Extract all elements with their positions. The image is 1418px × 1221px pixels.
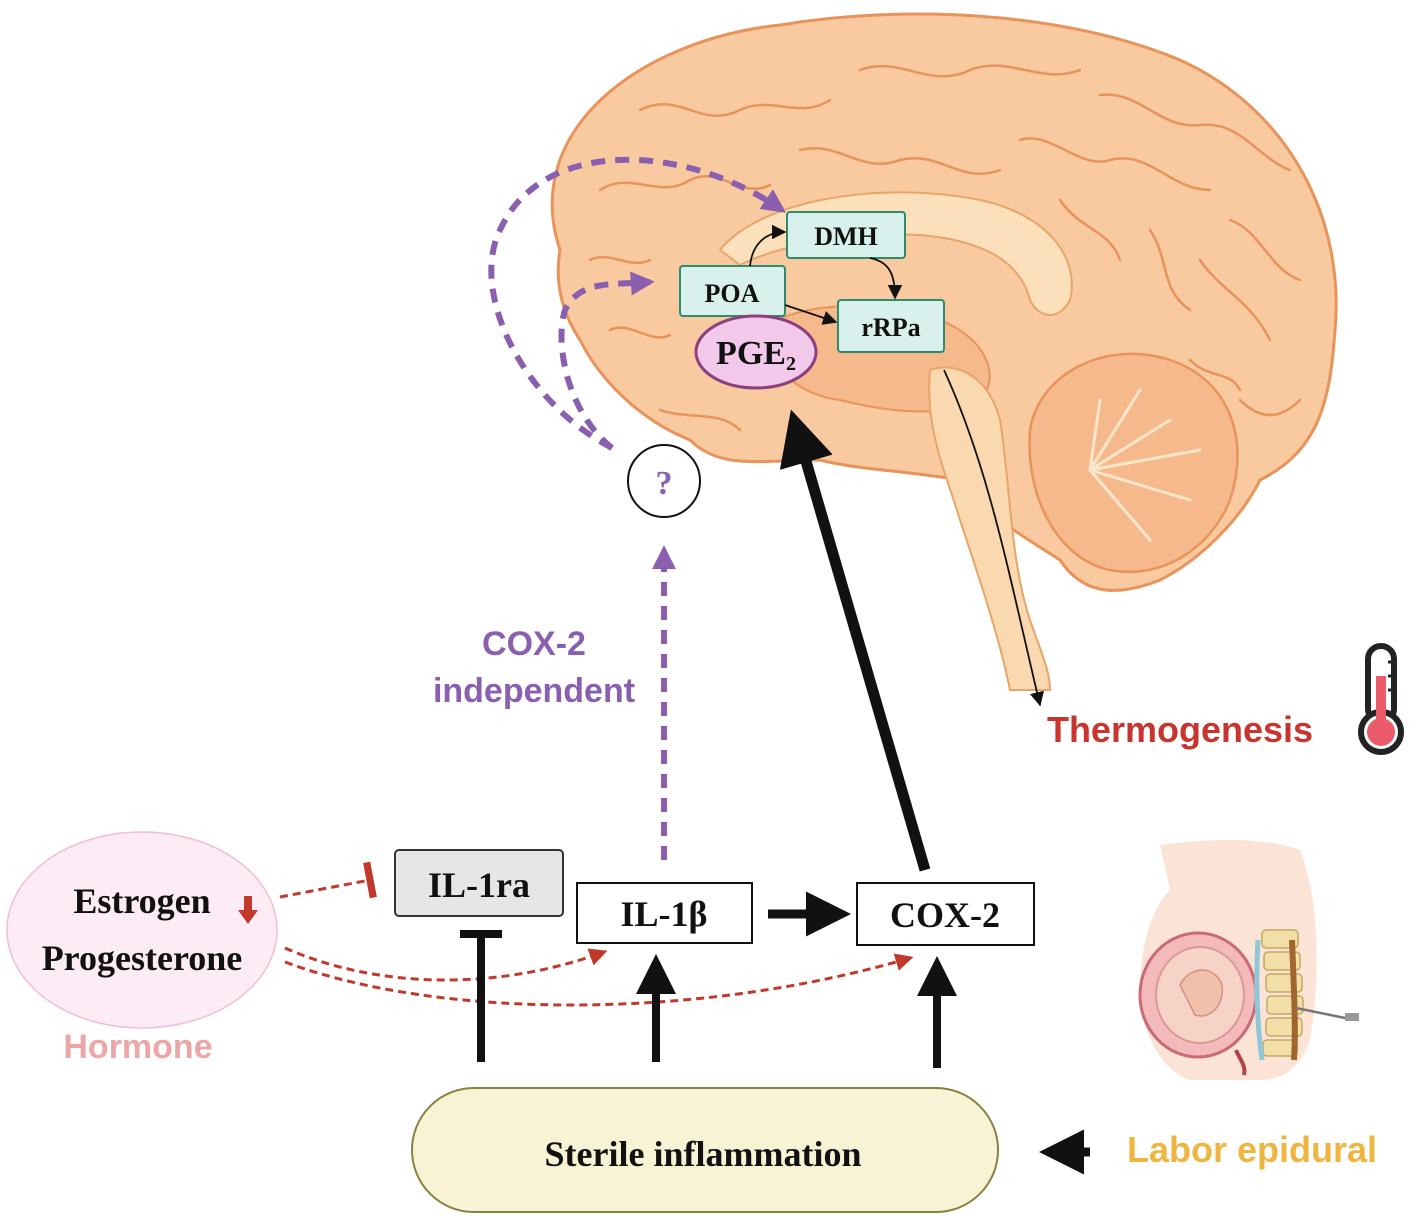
decrease-arrow-icon	[238, 896, 258, 924]
unknown-mediator-node: ?	[627, 444, 701, 518]
svg-text:independent: independent	[433, 672, 635, 710]
brain-illustration	[550, 12, 1338, 691]
pge2-label: PGE	[716, 335, 786, 372]
nuclei-arrows	[749, 224, 1044, 707]
poa-box: POA	[679, 265, 786, 317]
pregnant-woman-epidural-illustration	[1138, 840, 1359, 1080]
thermometer-icon	[1358, 643, 1404, 755]
arrow-poa-to-rrpa	[784, 304, 838, 325]
arrow-rrpa-to-thermogenesis	[943, 369, 1044, 707]
cox2-independent-arrows	[488, 156, 786, 860]
arrow-cox2-to-pge2	[779, 409, 931, 872]
thermogenesis-label: Thermogenesis	[1047, 709, 1313, 750]
progesterone-label: Progesterone	[42, 938, 243, 978]
rrpa-box: rRPa	[837, 299, 945, 353]
inhibit-hormone-to-il1ra	[279, 861, 377, 899]
cox2-box: COX-2	[856, 882, 1035, 946]
labor-epidural-label: Labor epidural	[1127, 1129, 1377, 1170]
svg-text:Sterile inflammation: Sterile inflammation	[545, 1134, 862, 1174]
svg-text:?: ?	[656, 465, 673, 502]
svg-text:rRPa: rRPa	[861, 313, 920, 342]
hormone-node: Estrogen Progesterone	[6, 831, 278, 1029]
hormone-label: Hormone	[63, 1028, 212, 1066]
il1b-box: IL-1β	[576, 882, 753, 944]
arrow-hormone-to-il1b	[284, 946, 608, 982]
pge2-subscript: 2	[786, 353, 796, 375]
svg-text:IL-1ra: IL-1ra	[428, 865, 530, 905]
inflammation-effect-arrows	[460, 930, 957, 1068]
arrow-unknown-to-poa	[558, 271, 655, 451]
arrow-poa-to-dmh	[749, 224, 787, 267]
sterile-inflammation-node: Sterile inflammation	[411, 1087, 999, 1213]
svg-text:PGE2: PGE2	[716, 335, 796, 375]
hormone-effect-arrows	[279, 861, 914, 1007]
arrow-dmh-to-rrpa	[869, 257, 903, 300]
dmh-box: DMH	[786, 211, 906, 259]
pge2-node: PGE2	[694, 314, 818, 390]
svg-text:COX-2: COX-2	[890, 895, 1000, 935]
cox2-independent-label: COX-2 independent	[433, 625, 635, 710]
svg-text:COX-2: COX-2	[482, 625, 586, 663]
estrogen-label: Estrogen	[73, 881, 210, 921]
il1ra-box: IL-1ra	[394, 849, 564, 917]
svg-text:IL-1β: IL-1β	[621, 894, 708, 934]
svg-text:DMH: DMH	[814, 222, 878, 251]
svg-text:POA: POA	[705, 279, 760, 308]
arrow-hormone-to-cox2	[284, 953, 914, 1007]
arrow-unknown-to-dmh	[488, 156, 786, 451]
